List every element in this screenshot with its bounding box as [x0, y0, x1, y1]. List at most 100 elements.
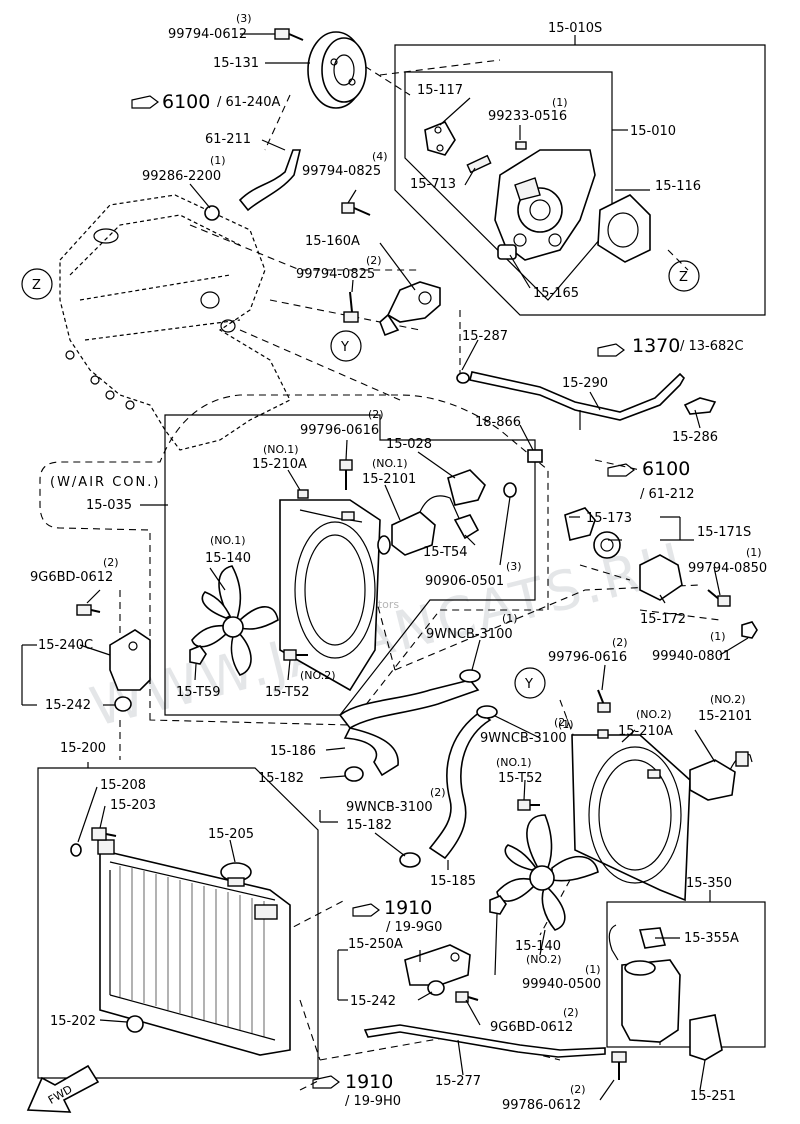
fan-blade-no2 — [496, 814, 599, 931]
label-qty: (2) — [563, 1006, 579, 1019]
label-part: 15-010S — [548, 21, 602, 36]
label-part: 9WNCB-3100 — [426, 627, 513, 642]
label-ref: / 19-9G0 — [386, 920, 442, 935]
label-part: 9G6BD-0612 — [30, 570, 113, 585]
label-qty: (2) — [430, 786, 446, 799]
bolt-9G6BD-b — [455, 991, 479, 1003]
label-qty: (2) — [570, 1083, 586, 1096]
label-part: 9G6BD-0612 — [490, 1020, 573, 1035]
label-part: 15-140 — [515, 939, 561, 954]
air-con-dashed-outline — [39, 394, 549, 726]
label-no: (NO.1) — [496, 756, 532, 769]
label-ref: 1910 — [384, 897, 432, 919]
label-ref: 6100 — [642, 458, 690, 480]
bolt-99786 — [611, 1051, 627, 1080]
label-qty: (1) — [746, 546, 762, 559]
label-y-left: Y — [340, 340, 349, 355]
bolt-0616-b — [597, 689, 611, 713]
hose-15-186 — [338, 679, 480, 730]
bolt-pulley — [274, 28, 304, 41]
label-part: 15-200 — [60, 741, 106, 756]
forward-arrow-icon — [26, 1064, 100, 1113]
label-qty: (3) — [236, 12, 252, 25]
clip-18-866 — [527, 449, 543, 463]
ref-circle-z-right — [668, 260, 700, 292]
label-part: 99786-0612 — [502, 1098, 581, 1113]
ref-circle-z-left — [21, 268, 53, 300]
label-ref: 1910 — [345, 1071, 393, 1093]
pin-dowel — [515, 141, 527, 150]
radiator-frame — [37, 767, 319, 1079]
label-part: 15-210A — [618, 724, 673, 739]
ref-circle-y-right — [514, 667, 546, 699]
label-qty: (1) — [710, 630, 726, 643]
label-part: 15-028 — [386, 437, 432, 452]
label-ref: / 19-9H0 — [345, 1094, 401, 1109]
label-part: 99794-0850 — [688, 561, 767, 576]
fan-shroud-no1 — [279, 489, 381, 692]
label-part: 15-350 — [686, 876, 732, 891]
label-no: (NO.2) — [636, 708, 672, 721]
water-pump-inner-frame — [404, 71, 613, 301]
hose-15-186-lower — [343, 727, 399, 777]
label-no: (NO.2) — [526, 953, 562, 966]
hose-61-211 — [238, 149, 302, 212]
bolt-0616-a — [339, 459, 353, 490]
label-qty: (3) — [506, 560, 522, 573]
label-part: 15-286 — [672, 430, 718, 445]
label-qty: (1) — [585, 963, 601, 976]
nut-15-T59 — [189, 645, 207, 665]
gasket-15-165 — [497, 244, 517, 260]
label-part: 99233-0516 — [488, 109, 567, 124]
label-part: 18-866 — [475, 415, 521, 430]
hose-15-185 — [428, 710, 492, 860]
label-qty: (2) — [368, 408, 384, 421]
label-part: 99940-0801 — [652, 649, 731, 664]
radiator — [97, 839, 291, 1056]
label-part: 15-203 — [110, 798, 156, 813]
thermostat — [564, 507, 621, 559]
thermostat-cover-15-172 — [639, 554, 683, 601]
label-ref: / 61-240A — [217, 95, 281, 110]
bolt-0850 — [707, 589, 731, 607]
label-part: 15-202 — [50, 1014, 96, 1029]
bracket-15-250A — [404, 944, 471, 986]
water-outlet-gasket — [424, 120, 456, 156]
label-qty: (1) — [552, 96, 568, 109]
clamp-15-182-b — [399, 852, 421, 868]
hose-15-277 — [363, 1024, 606, 1058]
hose-15-286 — [683, 397, 717, 415]
label-part: 15-186 — [270, 744, 316, 759]
label-part: 61-211 — [205, 132, 251, 147]
label-part: 15-287 — [462, 329, 508, 344]
nut-0500 — [489, 895, 507, 915]
label-qty: (2) — [554, 716, 570, 729]
bracket-15-T54 — [453, 514, 480, 540]
clamp-9WNCB-b — [476, 705, 498, 719]
label-part: 15-T54 — [423, 545, 468, 560]
water-pump-kit-frame — [394, 44, 766, 316]
label-z-left: Z — [32, 278, 41, 293]
bolt-15-T52-no1 — [517, 799, 540, 811]
label-part: 15-035 — [86, 498, 132, 513]
label-part: 15-T59 — [176, 685, 221, 700]
label-ref: / 61-212 — [640, 487, 695, 502]
hand-pointer-icon — [131, 95, 635, 1089]
label-part: 99794-0612 — [168, 27, 247, 42]
label-qty: (2) — [103, 556, 119, 569]
label-z-right: Z — [679, 270, 688, 285]
label-qty: (2) — [612, 636, 628, 649]
water-pump — [494, 149, 596, 261]
part-labels: (3) 99794-0612 15-131 15-010S 6100 / 61-… — [30, 12, 767, 1113]
label-part: 15-210A — [252, 457, 307, 472]
fan-assembly-frame — [164, 414, 536, 716]
label-no: (NO.1) — [210, 534, 246, 547]
fan-motor-no1 — [377, 495, 463, 556]
bushing-15-202 — [126, 1015, 144, 1033]
label-part: 15-185 — [430, 874, 476, 889]
label-no: (NO.1) — [372, 457, 408, 470]
label-part: 15-277 — [435, 1074, 481, 1089]
label-part: 15-2101 — [362, 472, 416, 487]
leader-lines — [21, 33, 749, 1101]
fan-motor-no2 — [689, 751, 753, 801]
